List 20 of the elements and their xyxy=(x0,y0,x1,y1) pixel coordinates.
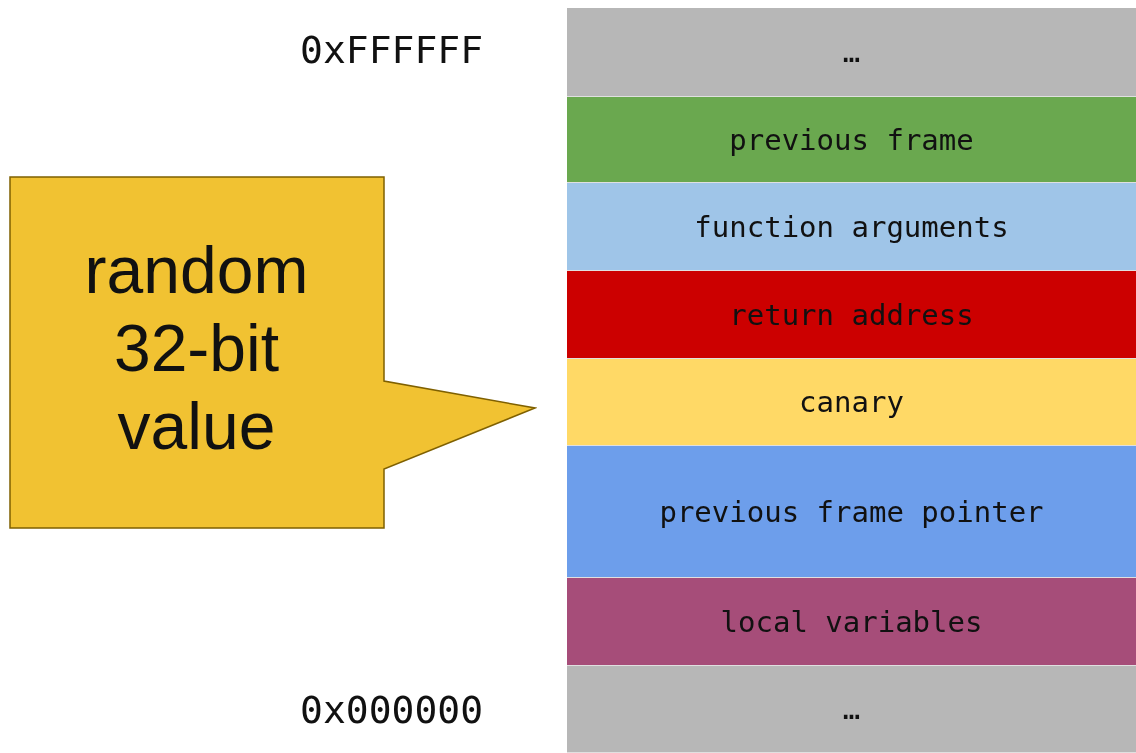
row-label: … xyxy=(842,692,861,726)
stack-frame-row xyxy=(567,8,1136,97)
stack-frame-row xyxy=(567,271,1136,359)
row-label: local variables xyxy=(720,604,983,639)
stack-frame-row xyxy=(567,183,1136,271)
callout-text: random 32-bit value xyxy=(83,232,310,465)
stack-frame-row xyxy=(567,446,1136,578)
row-label: return address xyxy=(729,297,974,332)
stack-frame-row xyxy=(567,97,1136,183)
stack-frame-row xyxy=(567,578,1136,666)
address-label: 0x000000 xyxy=(300,688,484,732)
stack-frame-row xyxy=(567,359,1136,446)
row-label: canary xyxy=(799,385,904,419)
address-label: 0xFFFFFF xyxy=(300,28,484,72)
callout-bubble xyxy=(9,176,537,530)
row-label: function arguments xyxy=(694,209,1009,244)
row-label: … xyxy=(842,35,861,69)
stack-frame-row xyxy=(567,666,1136,753)
row-label: previous frame pointer xyxy=(659,494,1044,529)
row-label: previous frame xyxy=(729,122,974,157)
